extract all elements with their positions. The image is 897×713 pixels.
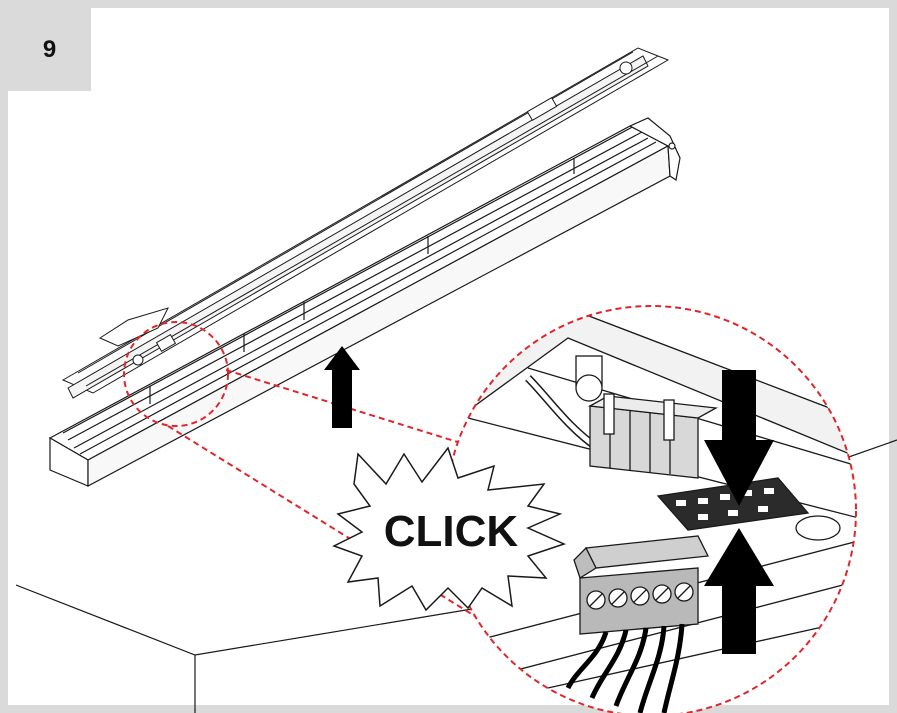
luminaire-body bbox=[48, 117, 681, 487]
detail-circle bbox=[123, 321, 229, 427]
plug-up-arrow-icon bbox=[704, 528, 774, 654]
push-up-arrow-icon bbox=[324, 346, 360, 428]
mounting-rail bbox=[61, 47, 670, 399]
click-label: CLICK bbox=[384, 507, 519, 556]
installation-illustration: CLICK bbox=[16, 47, 897, 713]
step-number: 9 bbox=[8, 8, 91, 91]
plug-connector bbox=[573, 535, 710, 635]
click-burst-icon: CLICK bbox=[332, 446, 567, 612]
press-down-arrow-icon bbox=[704, 370, 774, 506]
connector-wires bbox=[565, 623, 685, 713]
receptacle-connector bbox=[587, 393, 719, 479]
